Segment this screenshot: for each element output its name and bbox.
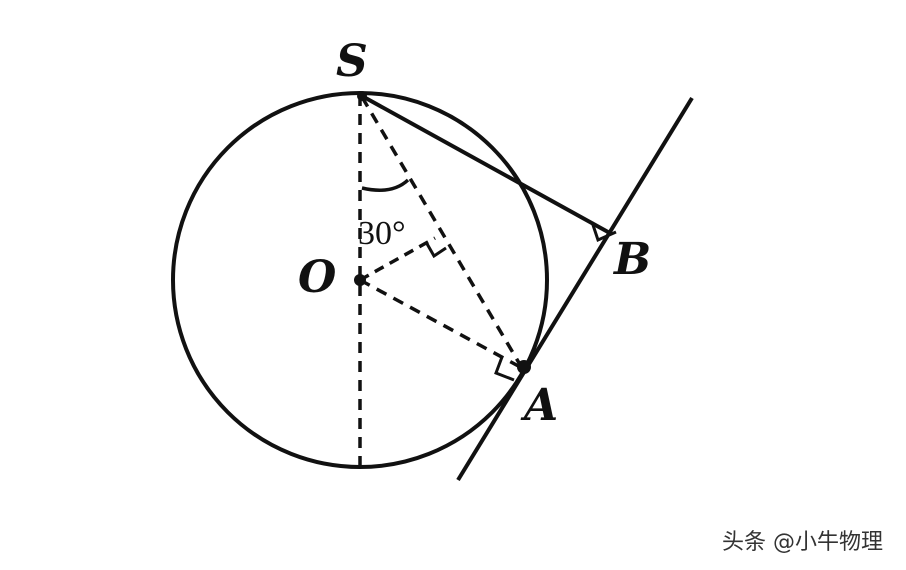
right-angle-mark-B <box>590 221 617 243</box>
watermark-text: 头条 @小牛物理 <box>722 530 883 555</box>
angle-arc <box>361 178 410 192</box>
tangent-line <box>456 96 694 482</box>
point-S-dot <box>357 91 367 101</box>
point-A-dot <box>517 360 531 374</box>
label-A: A <box>520 380 558 431</box>
dashed-chord-SA <box>360 96 524 369</box>
angle-label: 30° <box>358 215 406 252</box>
label-B: B <box>612 234 651 285</box>
right-angle-mark-A <box>494 356 515 382</box>
point-O-dot <box>354 274 366 286</box>
dashed-perpendicular <box>359 236 436 282</box>
label-S: S <box>336 36 368 87</box>
right-angle-mark-foot <box>424 241 447 259</box>
label-O: O <box>298 252 336 303</box>
dashed-radius-OA <box>359 278 523 370</box>
segment-SB <box>361 94 609 234</box>
